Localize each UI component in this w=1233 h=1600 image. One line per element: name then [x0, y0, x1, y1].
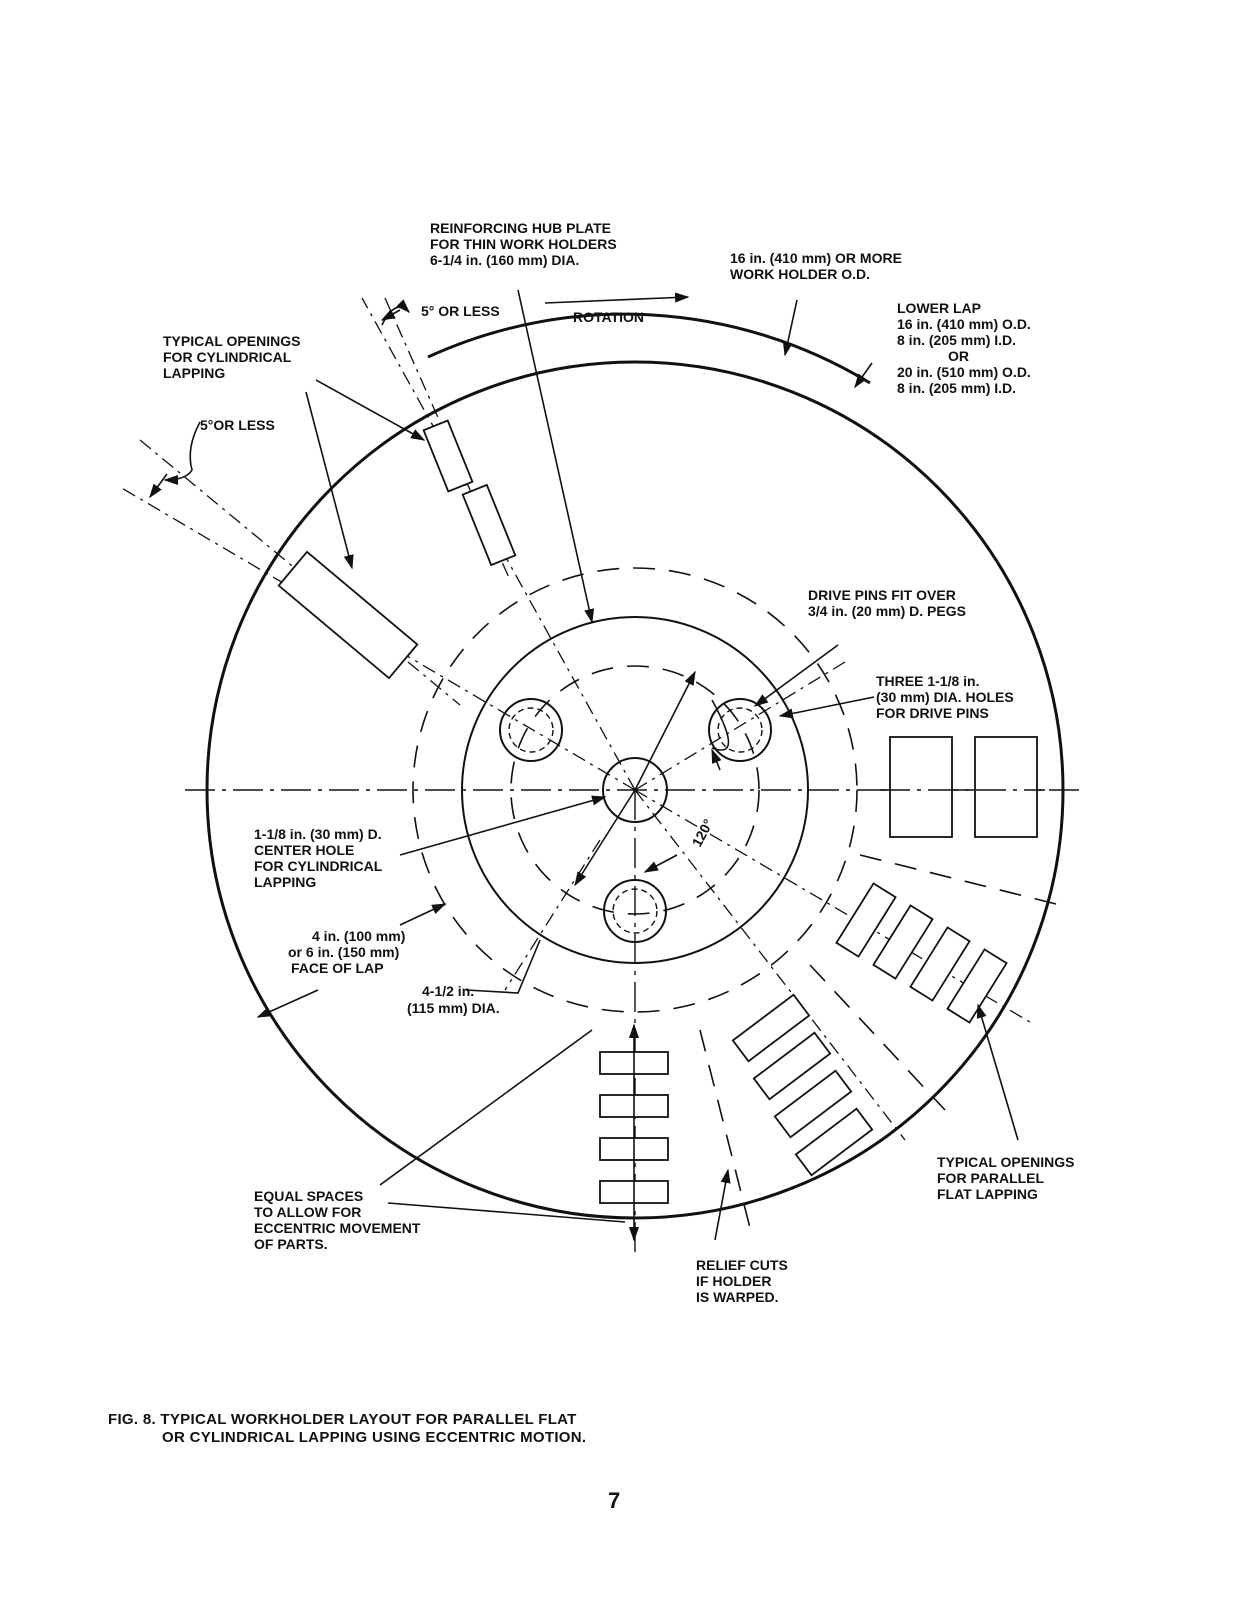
radial-centerline-right-pin: [634, 661, 846, 791]
angle-120-label: 120°: [689, 816, 717, 849]
flat-opening-group-lower: [731, 993, 874, 1177]
drive-pin-holes-label: THREE 1-1/8 in. (30 mm) DIA. HOLES FOR D…: [876, 673, 1018, 721]
lower-lap-arc: [427, 312, 871, 385]
radial-centerline-lower: [634, 789, 906, 1141]
typical-cylindrical-label: TYPICAL OPENINGS FOR CYLINDRICAL LAPPING: [163, 333, 304, 381]
holder-od-label: 16 in. (410 mm) OR MORE WORK HOLDER O.D.: [730, 250, 906, 282]
face-of-lap-label: 4 in. (100 mm) or 6 in. (150 mm) FACE OF…: [288, 928, 409, 976]
cylindrical-opening: [422, 419, 474, 493]
drive-pin-hole-right: [708, 698, 772, 762]
angle-top-label: 5° OR LESS: [421, 303, 500, 319]
flat-opening: [974, 736, 1038, 838]
page-number: 7: [608, 1488, 620, 1513]
flat-opening: [889, 736, 953, 838]
cylindrical-opening: [277, 550, 419, 680]
relief-cut-line: [809, 964, 946, 1111]
figure-caption: FIG. 8. TYPICAL WORKHOLDER LAYOUT FOR PA…: [108, 1411, 586, 1446]
typical-flat-label: TYPICAL OPENINGS FOR PARALLEL FLAT LAPPI…: [937, 1154, 1078, 1202]
drive-pin-hole-left: [499, 698, 563, 762]
relief-cuts-label: RELIEF CUTS IF HOLDER IS WARPED.: [696, 1257, 792, 1305]
lower-lap-label: LOWER LAP 16 in. (410 mm) O.D. 8 in. (20…: [897, 300, 1035, 396]
angle-left-label: 5°OR LESS: [200, 417, 275, 433]
relief-cut-line: [699, 1029, 751, 1229]
rotation-label: ROTATION: [573, 309, 644, 325]
center-hole-label: 1-1/8 in. (30 mm) D. CENTER HOLE FOR CYL…: [254, 826, 386, 890]
hub-diameter-label: 4-1/2 in. (115 mm) DIA.: [407, 983, 500, 1016]
cylindrical-opening: [461, 483, 517, 567]
flat-opening-group-lower-right: [835, 882, 1008, 1024]
construction-line-lower-left: [504, 839, 601, 991]
equal-spaces-label: EQUAL SPACES TO ALLOW FOR ECCENTRIC MOVE…: [254, 1188, 424, 1252]
hub-plate-label: REINFORCING HUB PLATE FOR THIN WORK HOLD…: [430, 220, 621, 268]
drive-pins-label: DRIVE PINS FIT OVER 3/4 in. (20 mm) D. P…: [808, 587, 966, 619]
